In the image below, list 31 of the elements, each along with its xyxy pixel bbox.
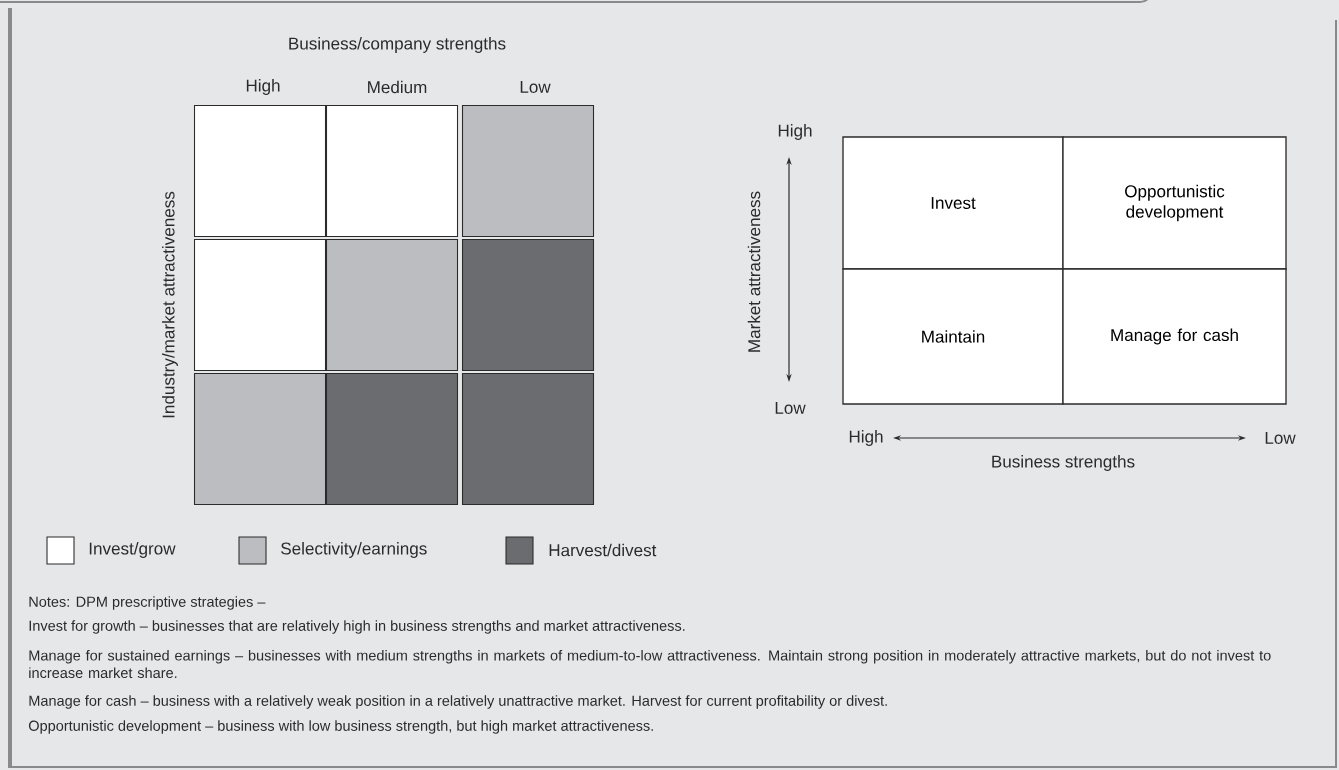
axis-title: Business strengths bbox=[992, 455, 1135, 471]
column-label: Medium bbox=[368, 80, 427, 94]
quadrant-box: Maintain bbox=[842, 268, 1064, 405]
legend-label: Harvest/divest bbox=[549, 543, 657, 557]
axis-title: Business/company strengths bbox=[289, 37, 506, 53]
quadrant-box: Manage for cash bbox=[1062, 268, 1287, 405]
grid-cell bbox=[193, 238, 327, 372]
note-text: Invest for growth – businesses that are relatively high in business strengths and market attractiveness. bbox=[29, 620, 685, 634]
grid-cell bbox=[325, 104, 459, 238]
axis-end-label: High bbox=[778, 124, 812, 140]
grid-cell bbox=[461, 372, 595, 506]
quadrant-box: Invest bbox=[842, 136, 1064, 270]
legend-label: Invest/grow bbox=[89, 542, 176, 558]
grid-cell bbox=[193, 372, 327, 506]
grid-cell bbox=[461, 104, 595, 238]
note-text: Opportunistic development – business with low business strength, but high market attractiveness. bbox=[28, 720, 653, 734]
axis-title: Industry/market attractiveness bbox=[162, 191, 178, 418]
grid-cell bbox=[325, 372, 459, 506]
grid-cell bbox=[461, 238, 595, 372]
notes-heading: Notes: DPM prescriptive strategies – bbox=[29, 596, 266, 610]
legend-label: Selectivity/earnings bbox=[281, 542, 427, 558]
axis-title: Market attractiveness bbox=[747, 191, 761, 352]
axis-end-label: Low bbox=[1265, 432, 1296, 444]
note-text: Manage for sustained earnings – businesses with medium strengths in markets of medium-to-low attractiveness. Maintain strong position in moderately attractive markets, but do not invest to increase market share. bbox=[29, 649, 1271, 679]
column-label: High bbox=[246, 79, 280, 95]
grid-cell bbox=[325, 238, 459, 372]
quadrant-box: Opportunistic development bbox=[1062, 136, 1287, 270]
axis-end-label: Low bbox=[775, 402, 806, 414]
note-text: Manage for cash – business with a relatively weak position in a relatively unattractive market. Harvest for current profitability or divest. bbox=[29, 695, 887, 709]
axis-end-label: High bbox=[849, 430, 883, 446]
grid-cell bbox=[193, 104, 327, 238]
